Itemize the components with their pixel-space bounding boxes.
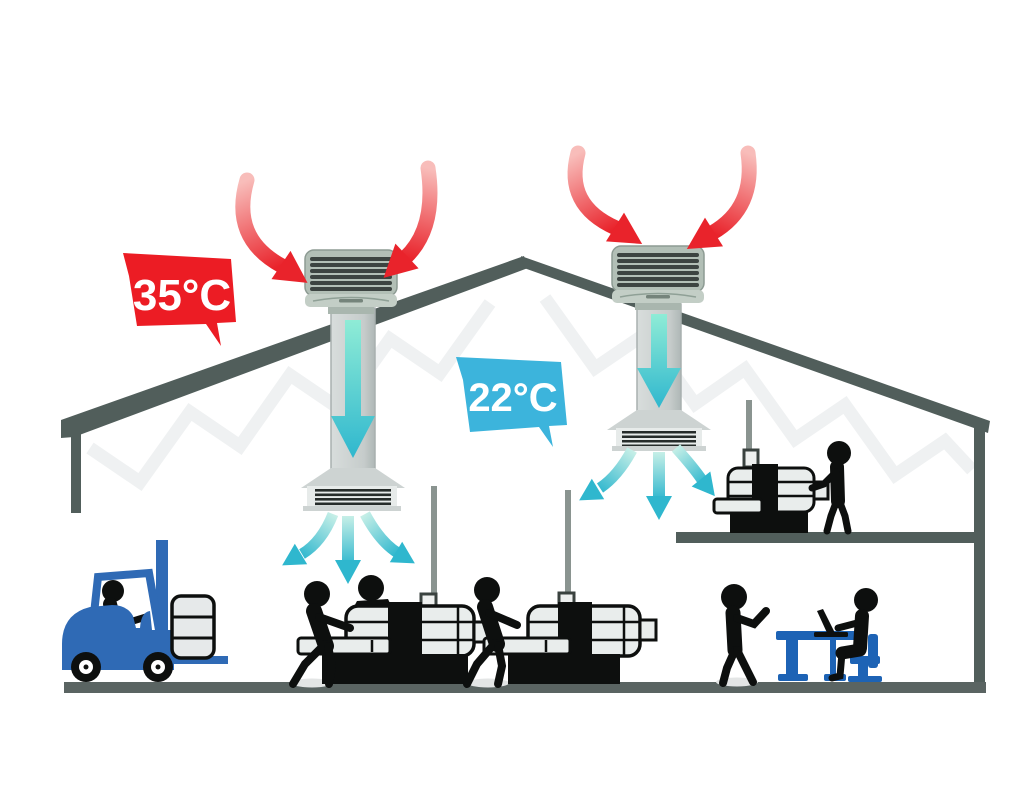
rooftop-cooler-1 bbox=[304, 249, 398, 315]
cool-air-fan-arrows-1 bbox=[282, 511, 415, 584]
worker-operator-2 bbox=[463, 577, 521, 688]
machine-2 bbox=[482, 602, 658, 684]
ceiling-diffuser-2 bbox=[607, 410, 711, 451]
machine-pedestal bbox=[508, 654, 620, 684]
right-wall bbox=[974, 425, 985, 692]
machine-1 bbox=[296, 602, 492, 684]
rooftop-cooler-2 bbox=[611, 245, 705, 311]
hot-air-arrow-icon-4 bbox=[686, 145, 757, 249]
machine-table bbox=[712, 497, 764, 515]
hot-air-arrow-icon-2 bbox=[383, 160, 438, 278]
forklift-wheel-rear bbox=[71, 652, 101, 682]
machine-handle bbox=[638, 618, 658, 642]
forklift-fork bbox=[164, 656, 228, 664]
cool-temp-label: 22°C bbox=[468, 376, 557, 420]
office-chair bbox=[848, 634, 882, 682]
machine-1-group bbox=[289, 486, 492, 688]
mezzanine-machine-group bbox=[712, 400, 852, 535]
machine-pole bbox=[746, 400, 752, 470]
hot-temp-label: 35°C bbox=[133, 271, 231, 320]
ground-floor bbox=[64, 682, 986, 693]
standing-supervisor bbox=[719, 584, 770, 687]
roof-slope-right bbox=[521, 256, 990, 433]
mezzanine-machine bbox=[712, 464, 830, 533]
ceiling-diffuser-1 bbox=[301, 468, 405, 511]
cool-temp-bubble: 22°C bbox=[456, 357, 567, 447]
seated-office-worker bbox=[828, 588, 878, 682]
forklift-wheel-front bbox=[143, 652, 173, 682]
machine-pedestal bbox=[730, 512, 808, 533]
machine-pole bbox=[565, 490, 571, 612]
forklift bbox=[62, 540, 228, 682]
left-wall bbox=[71, 430, 81, 513]
cool-air-duct-arrow-icon-2 bbox=[637, 314, 681, 408]
machine-pole bbox=[431, 486, 437, 612]
hot-temp-bubble: 35°C bbox=[123, 253, 236, 346]
pallet-load bbox=[170, 594, 216, 660]
cool-air-fan-arrows-2 bbox=[579, 444, 715, 520]
worker-operator-1 bbox=[289, 581, 354, 688]
roof-truss-zigzag-right bbox=[539, 294, 977, 484]
office-group bbox=[716, 584, 882, 687]
roof-truss-zigzag-left bbox=[86, 299, 496, 491]
mezzanine-floor bbox=[676, 532, 974, 543]
hot-air-arrow-icon-1 bbox=[235, 172, 308, 283]
laptop bbox=[814, 609, 848, 637]
roof-slope-left bbox=[61, 256, 528, 438]
machine-2-group bbox=[463, 490, 658, 688]
forklift-cab-frame bbox=[88, 568, 163, 633]
diffuser-louvers-icon bbox=[622, 431, 696, 447]
hot-air-arrow-icon-3 bbox=[567, 145, 643, 244]
forklift-carriage bbox=[164, 632, 172, 660]
machine-pedestal bbox=[322, 654, 468, 684]
worker-mezzanine bbox=[808, 441, 852, 535]
cool-air-duct-arrow-icon-1 bbox=[331, 320, 375, 458]
